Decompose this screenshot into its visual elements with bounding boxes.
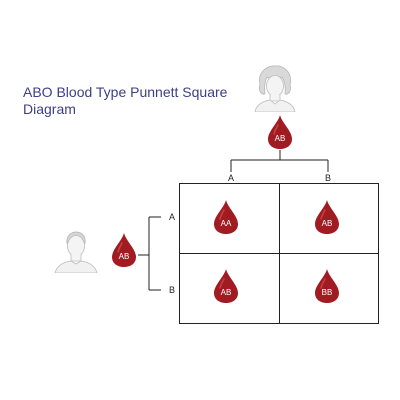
cell-genotype: AB [220, 288, 232, 297]
left-parent-genotype: AB [118, 252, 130, 261]
cell-bb-blood-drop-icon: BB [314, 268, 340, 304]
top-allele-a: A [227, 173, 234, 183]
left-allele-a: A [168, 212, 175, 222]
diagram-title: ABO Blood Type Punnett Square Diagram [23, 84, 228, 117]
left-allele-b: B [168, 285, 175, 295]
top-parent-genotype: AB [274, 134, 286, 143]
male-portrait-icon [53, 229, 99, 273]
cell-aa-blood-drop-icon: AA [213, 199, 239, 235]
female-portrait-icon [252, 64, 298, 112]
top-allele-b: B [324, 173, 331, 183]
left-parent-blood-drop-icon: AB [111, 232, 137, 268]
cell-genotype: AA [220, 219, 232, 228]
cell-genotype: BB [321, 288, 333, 297]
grid-divider-horizontal [179, 253, 379, 254]
cell-ab-bottom-blood-drop-icon: AB [213, 268, 239, 304]
cell-ab-top-blood-drop-icon: AB [314, 199, 340, 235]
cell-genotype: AB [321, 219, 333, 228]
top-parent-blood-drop-icon: AB [267, 114, 293, 150]
